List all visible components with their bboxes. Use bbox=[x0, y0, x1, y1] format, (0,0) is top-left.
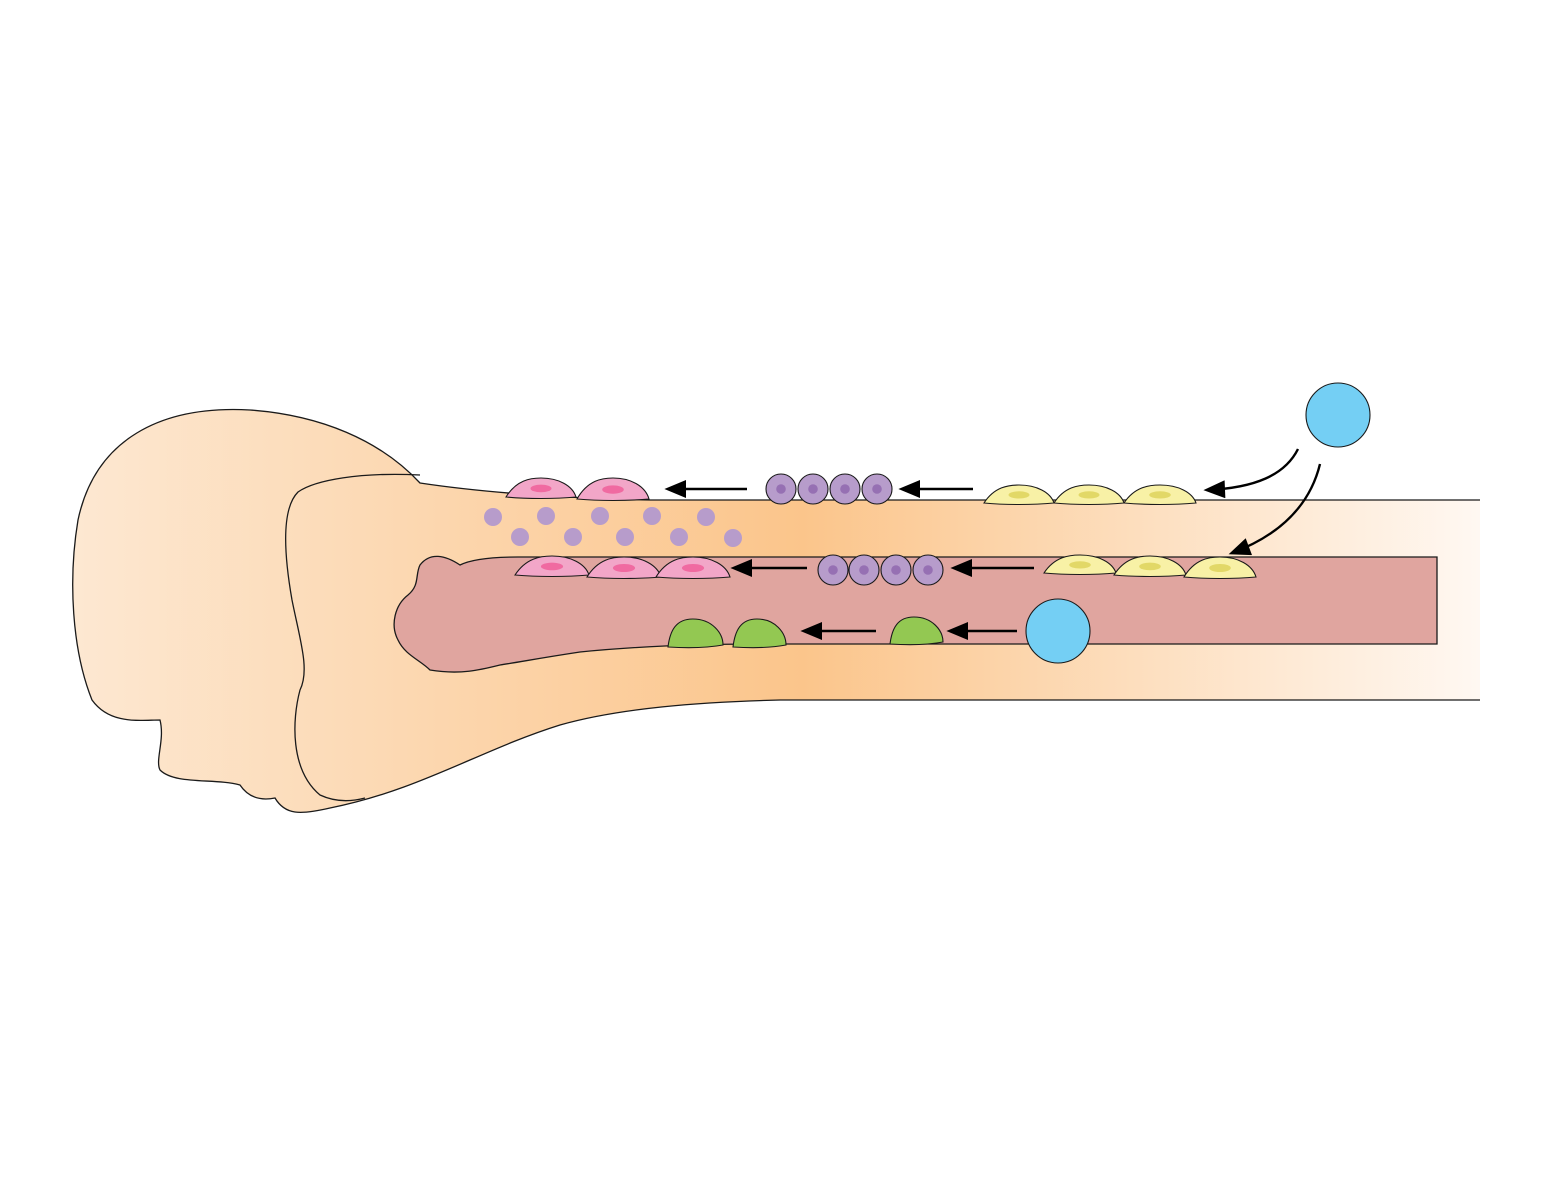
marrow-cavity bbox=[393, 555, 1438, 673]
osteoprogenitor-outer-2-nucleus bbox=[1078, 491, 1100, 499]
osteoclast-2 bbox=[732, 618, 787, 649]
osteocyte-6 bbox=[511, 528, 529, 546]
osteocyte-1 bbox=[484, 508, 502, 526]
osteocyte-7 bbox=[564, 528, 582, 546]
osteoprogenitor-inner-1 bbox=[1043, 554, 1117, 576]
osteoblast-outer-2 bbox=[797, 473, 829, 505]
bone-lining-cell-inner-2 bbox=[586, 556, 662, 580]
osteocyte-9 bbox=[670, 528, 688, 546]
osteoblast-inner-4 bbox=[912, 554, 944, 586]
bone-lining-cell-outer-1 bbox=[505, 477, 577, 500]
osteoblast-inner-2-nucleus bbox=[859, 565, 869, 575]
osteoprogenitor-outer-1 bbox=[983, 484, 1055, 506]
osteoblast-outer-3-nucleus bbox=[840, 484, 850, 494]
bone-lining-cell-inner-2-nucleus bbox=[612, 564, 636, 572]
bone-lining-cell-inner-3 bbox=[655, 556, 731, 580]
osteoblast-outer-3 bbox=[829, 473, 861, 505]
arrow-stem-to-inner bbox=[1228, 463, 1322, 556]
osteoblast-outer-4 bbox=[861, 473, 893, 505]
osteoblast-outer-1 bbox=[765, 473, 797, 505]
osteoprogenitor-inner-2 bbox=[1113, 555, 1187, 578]
osteoprogenitor-inner-2-nucleus bbox=[1139, 562, 1161, 571]
osteocyte-3 bbox=[591, 507, 609, 525]
metaphysis-line bbox=[285, 473, 421, 802]
bone-lining-cell-outer-2-nucleus bbox=[602, 485, 624, 494]
bone-lining-cell-outer-1-nucleus bbox=[530, 484, 552, 493]
osteoblast-inner-4-nucleus bbox=[923, 565, 933, 575]
osteocyte-8 bbox=[616, 528, 634, 546]
osteoprogenitor-outer-2 bbox=[1053, 484, 1125, 506]
osteocyte-4 bbox=[643, 507, 661, 525]
osteoprogenitor-outer-1-nucleus bbox=[1008, 491, 1030, 499]
bone-lining-cell-outer-2 bbox=[576, 477, 650, 502]
bone-lining-cell-inner-1 bbox=[514, 555, 590, 578]
osteocyte-10 bbox=[724, 529, 742, 547]
bone-lining-cell-inner-1-nucleus bbox=[540, 562, 564, 571]
osteocyte-2 bbox=[537, 507, 555, 525]
arrow-stem-to-outer bbox=[1203, 448, 1300, 499]
osteoprogenitor-inner-3 bbox=[1183, 556, 1257, 580]
osteocyte-5 bbox=[697, 508, 715, 526]
osteoblast-inner-2 bbox=[848, 554, 880, 586]
osteoclast-3 bbox=[889, 616, 944, 646]
osteoprogenitor-inner-3-nucleus bbox=[1209, 564, 1231, 572]
osteoblast-outer-1-nucleus bbox=[776, 484, 786, 494]
osteoprogenitor-outer-3 bbox=[1123, 484, 1197, 506]
osteoblast-inner-1-nucleus bbox=[828, 565, 838, 575]
mesenchymal-stem-cell bbox=[1305, 382, 1371, 448]
osteoblast-inner-3 bbox=[880, 554, 912, 586]
osteoblast-outer-4-nucleus bbox=[872, 484, 882, 494]
osteoblast-inner-1 bbox=[817, 554, 849, 586]
osteoprogenitor-inner-1-nucleus bbox=[1069, 561, 1091, 569]
bone-lining-cell-inner-3-nucleus bbox=[681, 564, 705, 572]
osteoblast-outer-2-nucleus bbox=[808, 484, 818, 494]
osteoclast-1 bbox=[667, 618, 724, 649]
hematopoietic-stem-cell bbox=[1025, 598, 1091, 664]
osteoprogenitor-outer-3-nucleus bbox=[1149, 491, 1171, 499]
osteoblast-inner-3-nucleus bbox=[891, 565, 901, 575]
